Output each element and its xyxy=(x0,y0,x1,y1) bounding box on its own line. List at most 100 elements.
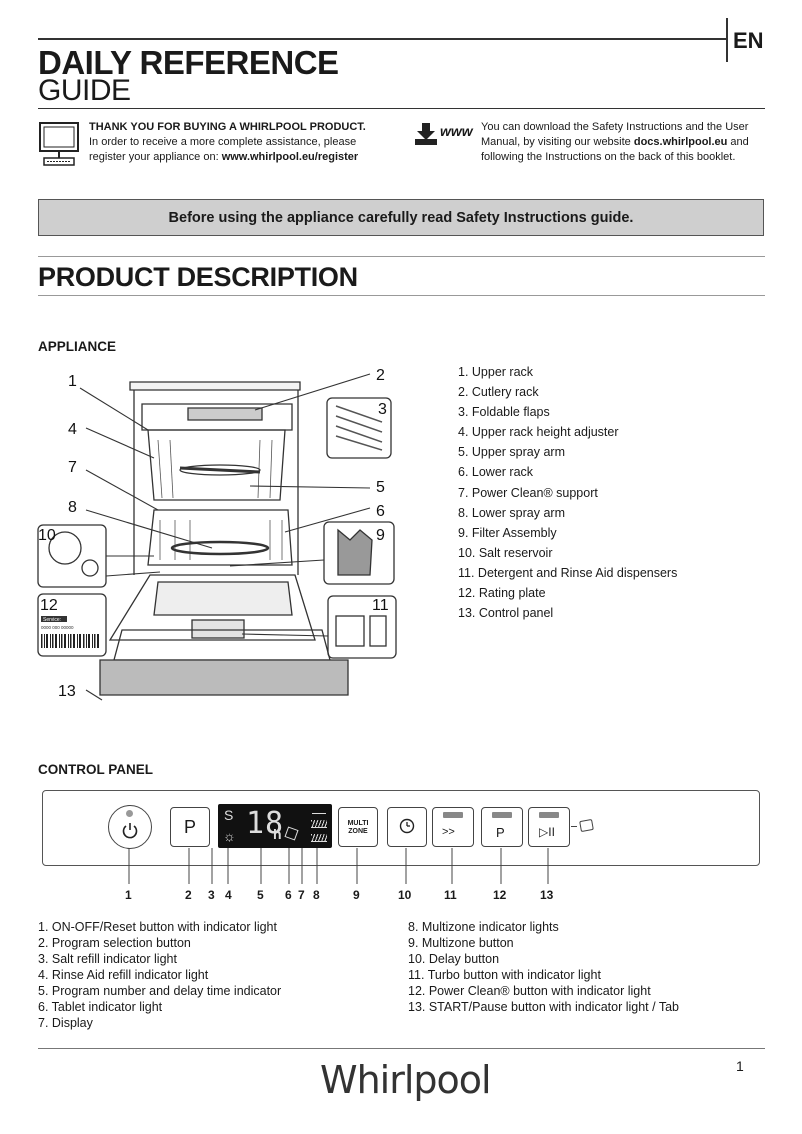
panel-number-5: 5 xyxy=(257,888,264,902)
multizone-upper-indicator xyxy=(312,810,326,814)
download-line-1: You can download the Safety Instructions… xyxy=(481,121,749,133)
panel-number-11: 11 xyxy=(444,888,457,902)
program-button[interactable]: P xyxy=(170,807,210,847)
program-number-display: 18 xyxy=(246,806,285,841)
multizone-lower-indicator xyxy=(311,834,327,842)
download-icon xyxy=(415,123,437,145)
list-item: 13. Control panel xyxy=(458,606,554,621)
callout-12: 12 xyxy=(40,597,58,614)
power-clean-icon: P xyxy=(496,825,505,840)
power-clean-button[interactable]: P xyxy=(481,807,523,847)
title-rule xyxy=(38,108,765,109)
power-button[interactable] xyxy=(108,805,152,849)
control-legend-right: 8. Multizone indicator lights 9. Multizo… xyxy=(408,919,679,1015)
list-item: 13. START/Pause button with indicator li… xyxy=(408,1000,679,1014)
list-item: 10. Delay button xyxy=(408,952,500,966)
delay-hour-indicator: h xyxy=(273,826,282,842)
list-item: 11. Detergent and Rinse Aid dispensers xyxy=(458,565,678,580)
download-line-3: following the Instructions on the back o… xyxy=(481,151,736,163)
list-item: 2. Program selection button xyxy=(38,936,191,950)
panel-number-2: 2 xyxy=(185,888,192,902)
list-item: 1. ON-OFF/Reset button with indicator li… xyxy=(38,920,277,934)
panel-number-6: 6 xyxy=(285,888,292,902)
www-label: www xyxy=(440,123,473,139)
tablet-indicator-icon xyxy=(284,826,299,841)
register-line: register your appliance on: www.whirlpoo… xyxy=(89,150,389,165)
list-item: 12. Rating plate xyxy=(458,586,546,601)
language-code: EN xyxy=(733,28,764,53)
appliance-heading: APPLIANCE xyxy=(38,339,117,354)
product-description-title: PRODUCT DESCRIPTION xyxy=(38,262,358,292)
callout-11: 11 xyxy=(372,597,389,614)
header-rule xyxy=(38,38,728,40)
delay-button[interactable] xyxy=(387,807,427,847)
header-vertical-rule xyxy=(726,18,728,62)
callout-13: 13 xyxy=(58,683,76,700)
turbo-icon: >> xyxy=(442,826,455,838)
control-panel xyxy=(42,790,760,866)
dishwasher-illustration: Service: 0000 000 00000 1 2 3 4 5 6 7 8 … xyxy=(37,367,397,701)
multizone-label-2: ZONE xyxy=(348,828,368,835)
thanks-text: In order to receive a more complete assi… xyxy=(89,136,357,148)
list-item: 8. Lower spray arm xyxy=(458,505,565,520)
rating-plate-label: Service: xyxy=(43,617,61,623)
register-link[interactable]: www.whirlpool.eu/register xyxy=(221,151,359,163)
list-item: 5. Upper spray arm xyxy=(458,445,565,460)
control-panel-heading: CONTROL PANEL xyxy=(38,762,154,777)
callout-5: 5 xyxy=(376,479,385,496)
panel-number-9: 9 xyxy=(353,888,360,902)
list-item: 8. Multizone indicator lights xyxy=(408,920,559,934)
panel-number-7: 7 xyxy=(298,888,305,902)
list-item: 4. Rinse Aid refill indicator light xyxy=(38,968,209,982)
section-rule-bottom xyxy=(38,295,765,296)
thanks-heading: THANK YOU FOR BUYING A WHIRLPOOL PRODUCT… xyxy=(89,121,366,133)
list-item: 9. Filter Assembly xyxy=(458,525,557,540)
panel-number-1: 1 xyxy=(125,888,132,902)
list-item: 6. Lower rack xyxy=(458,465,534,480)
start-indicator-light xyxy=(539,812,559,818)
list-item: 7. Power Clean® support xyxy=(458,485,598,500)
turbo-button[interactable]: >> xyxy=(432,807,474,847)
computer-icon xyxy=(39,122,79,166)
tab-connector xyxy=(571,826,577,827)
multizone-middle-indicator xyxy=(311,820,327,828)
whirlpool-logo: Whirlpool xyxy=(320,1058,492,1102)
start-pause-button[interactable]: ▷II xyxy=(528,807,570,847)
list-item: 2. Cutlery rack xyxy=(458,385,539,400)
rating-plate-digits: 0000 000 00000 xyxy=(41,625,74,630)
list-item: 1. Upper rack xyxy=(458,365,534,379)
callout-1: 1 xyxy=(68,373,77,390)
callout-9: 9 xyxy=(376,527,385,544)
parts-list: 1. Upper rack 2. Cutlery rack 3. Foldabl… xyxy=(458,362,677,623)
callout-4: 4 xyxy=(68,421,77,438)
download-block: You can download the Safety Instructions… xyxy=(481,120,771,165)
docs-link[interactable]: docs.whirlpool.eu xyxy=(633,136,728,148)
panel-number-4: 4 xyxy=(225,888,232,902)
power-clean-indicator-light xyxy=(492,812,512,818)
list-item: 11. Turbo button with indicator light xyxy=(408,968,601,982)
list-item: 5. Program number and delay time indicat… xyxy=(38,984,282,998)
callout-8: 8 xyxy=(68,499,77,516)
display: S ☼ 18 h xyxy=(218,804,332,848)
panel-number-13: 13 xyxy=(540,888,554,902)
register-text: register your appliance on: xyxy=(89,151,222,163)
page-title: DAILY REFERENCE xyxy=(38,44,339,81)
panel-number-12: 12 xyxy=(493,888,507,902)
download-line-2: Manual, by visiting our website docs.whi… xyxy=(481,136,749,148)
list-item: 10. Salt reservoir xyxy=(458,545,553,560)
multizone-button[interactable]: MULTI ZONE xyxy=(338,807,378,847)
panel-number-10: 10 xyxy=(398,888,412,902)
power-indicator-light xyxy=(126,810,133,817)
callout-2: 2 xyxy=(376,367,385,384)
list-item: 7. Display xyxy=(38,1016,93,1030)
callout-6: 6 xyxy=(376,503,385,520)
list-item: 3. Salt refill indicator light xyxy=(38,952,177,966)
list-item: 12. Power Clean® button with indicator l… xyxy=(408,984,651,998)
clock-icon xyxy=(399,818,415,834)
rinse-aid-indicator-icon: ☼ xyxy=(223,828,236,844)
salt-indicator: S xyxy=(224,807,234,823)
power-icon xyxy=(122,823,138,839)
callout-10: 10 xyxy=(38,527,56,544)
control-legend-left: 1. ON-OFF/Reset button with indicator li… xyxy=(38,919,281,1031)
footer-rule xyxy=(38,1048,765,1049)
